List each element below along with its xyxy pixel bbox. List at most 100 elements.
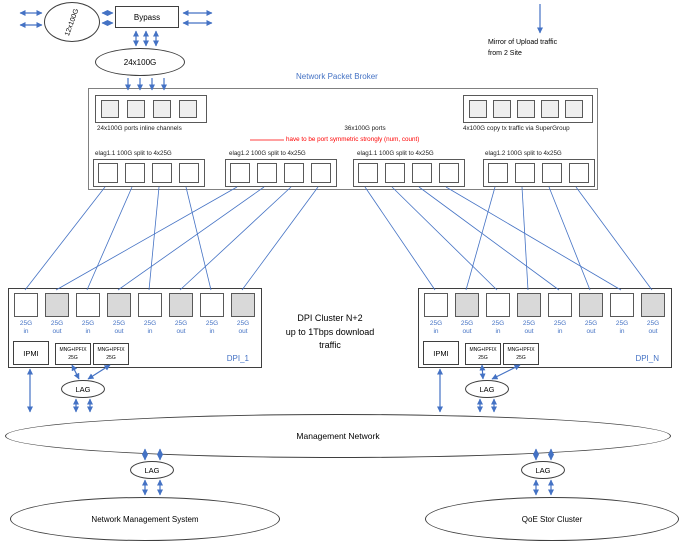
port-square [230, 163, 250, 183]
bypass-label: Bypass [133, 12, 161, 22]
ipmi-box: IPMI [13, 341, 49, 365]
mng-ipfix-box: MNG+IPFIX 25G [503, 343, 539, 365]
elag-group-label: elag1.2 100G split to 4x25G [229, 150, 306, 157]
port-square [179, 163, 199, 183]
copy-ports-label: 4x100G copy tx traffic via SuperGroup [463, 125, 570, 132]
management-network-ellipse: Management Network [5, 414, 671, 458]
port-square [641, 293, 665, 317]
port-dir: in [23, 328, 29, 336]
port-dir: out [648, 328, 658, 336]
port-speed: 25G [143, 320, 157, 327]
port-square [152, 163, 172, 183]
port-speed: 25G [522, 320, 536, 327]
port-square [439, 163, 459, 183]
mng-ipfix-box: MNG+IPFIX 25G [93, 343, 129, 365]
port-square [127, 100, 145, 118]
qoe-ellipse: QoE Stor Cluster [425, 497, 679, 541]
port-square [565, 100, 583, 118]
port-square [517, 293, 541, 317]
mng-ipfix-label: MNG+IPFIX [59, 347, 87, 353]
port-square [231, 293, 255, 317]
lag-ellipse-dpin: LAG [465, 380, 509, 398]
elag-group-label: elag1.2 100G split to 4x25G [485, 150, 562, 157]
ring-12x100g-label: 12x100G [63, 7, 81, 37]
port-dir: in [619, 328, 625, 336]
port-speed: 25G [491, 320, 505, 327]
elag-group-label: elag1.1 100G split to 4x25G [95, 150, 172, 157]
port-square [486, 293, 510, 317]
port-speed: 25G [429, 320, 443, 327]
port-speed: 25G [174, 320, 188, 327]
inline-ports-box [95, 95, 207, 123]
port-square [412, 163, 432, 183]
port-speed: 25G [646, 320, 660, 327]
dpi-name: DPI_N [635, 354, 659, 363]
cluster-note-line2: up to 1Tbps download [285, 326, 375, 337]
elag-group-box [483, 159, 595, 187]
mirror-note-line1: Mirror of Upload traffic [488, 39, 558, 46]
port-square [45, 293, 69, 317]
elag-group-box [353, 159, 465, 187]
port-square [101, 100, 119, 118]
port-square [488, 163, 508, 183]
port-square [493, 100, 511, 118]
port-dir: out [114, 328, 124, 336]
port-square [515, 163, 535, 183]
mng-ipfix-speed: 25G [516, 355, 526, 361]
port-dir: out [238, 328, 248, 336]
mng-ipfix-speed: 25G [68, 355, 78, 361]
elag-group-box [93, 159, 205, 187]
port-square [424, 293, 448, 317]
port-speed: 25G [615, 320, 629, 327]
port-square [569, 163, 589, 183]
cluster-note-line1: DPI Cluster N+2 [297, 313, 363, 323]
port-square [358, 163, 378, 183]
port-dir: in [433, 328, 439, 336]
mng-ipfix-label: MNG+IPFIX [507, 347, 535, 353]
broker-title: Network Packet Broker [296, 72, 378, 81]
lag-ellipse-dpi1: LAG [61, 380, 105, 398]
port-square [284, 163, 304, 183]
port-square [579, 293, 603, 317]
elag-group-box [225, 159, 337, 187]
port-square [455, 293, 479, 317]
elag-group-label: elag1.1 100G split to 4x25G [357, 150, 434, 157]
port-square [107, 293, 131, 317]
port-square [200, 293, 224, 317]
mng-ipfix-speed: 25G [106, 355, 116, 361]
port-square [179, 100, 197, 118]
lag-ellipse-nms: LAG [130, 461, 174, 479]
symmetry-warning: have to be port symmetric strongly (num,… [286, 136, 420, 143]
cluster-note-line3: traffic [319, 340, 341, 350]
mng-ipfix-speed: 25G [478, 355, 488, 361]
mng-ipfix-box: MNG+IPFIX 25G [465, 343, 501, 365]
bypass-box: Bypass [115, 6, 179, 28]
port-square [517, 100, 535, 118]
port-square [385, 163, 405, 183]
ring-12x100g-ellipse: 12x100G [44, 2, 100, 42]
port-square [257, 163, 277, 183]
port-dir: out [524, 328, 534, 336]
port-square [169, 293, 193, 317]
port-dir: out [462, 328, 472, 336]
mng-ipfix-label: MNG+IPFIX [469, 347, 497, 353]
mirror-note-line2: from 2 Site [488, 49, 522, 57]
port-dir: in [147, 328, 153, 336]
port-dir: in [209, 328, 215, 336]
port-square [311, 163, 331, 183]
port-speed: 25G [553, 320, 567, 327]
port-speed: 25G [584, 320, 598, 327]
